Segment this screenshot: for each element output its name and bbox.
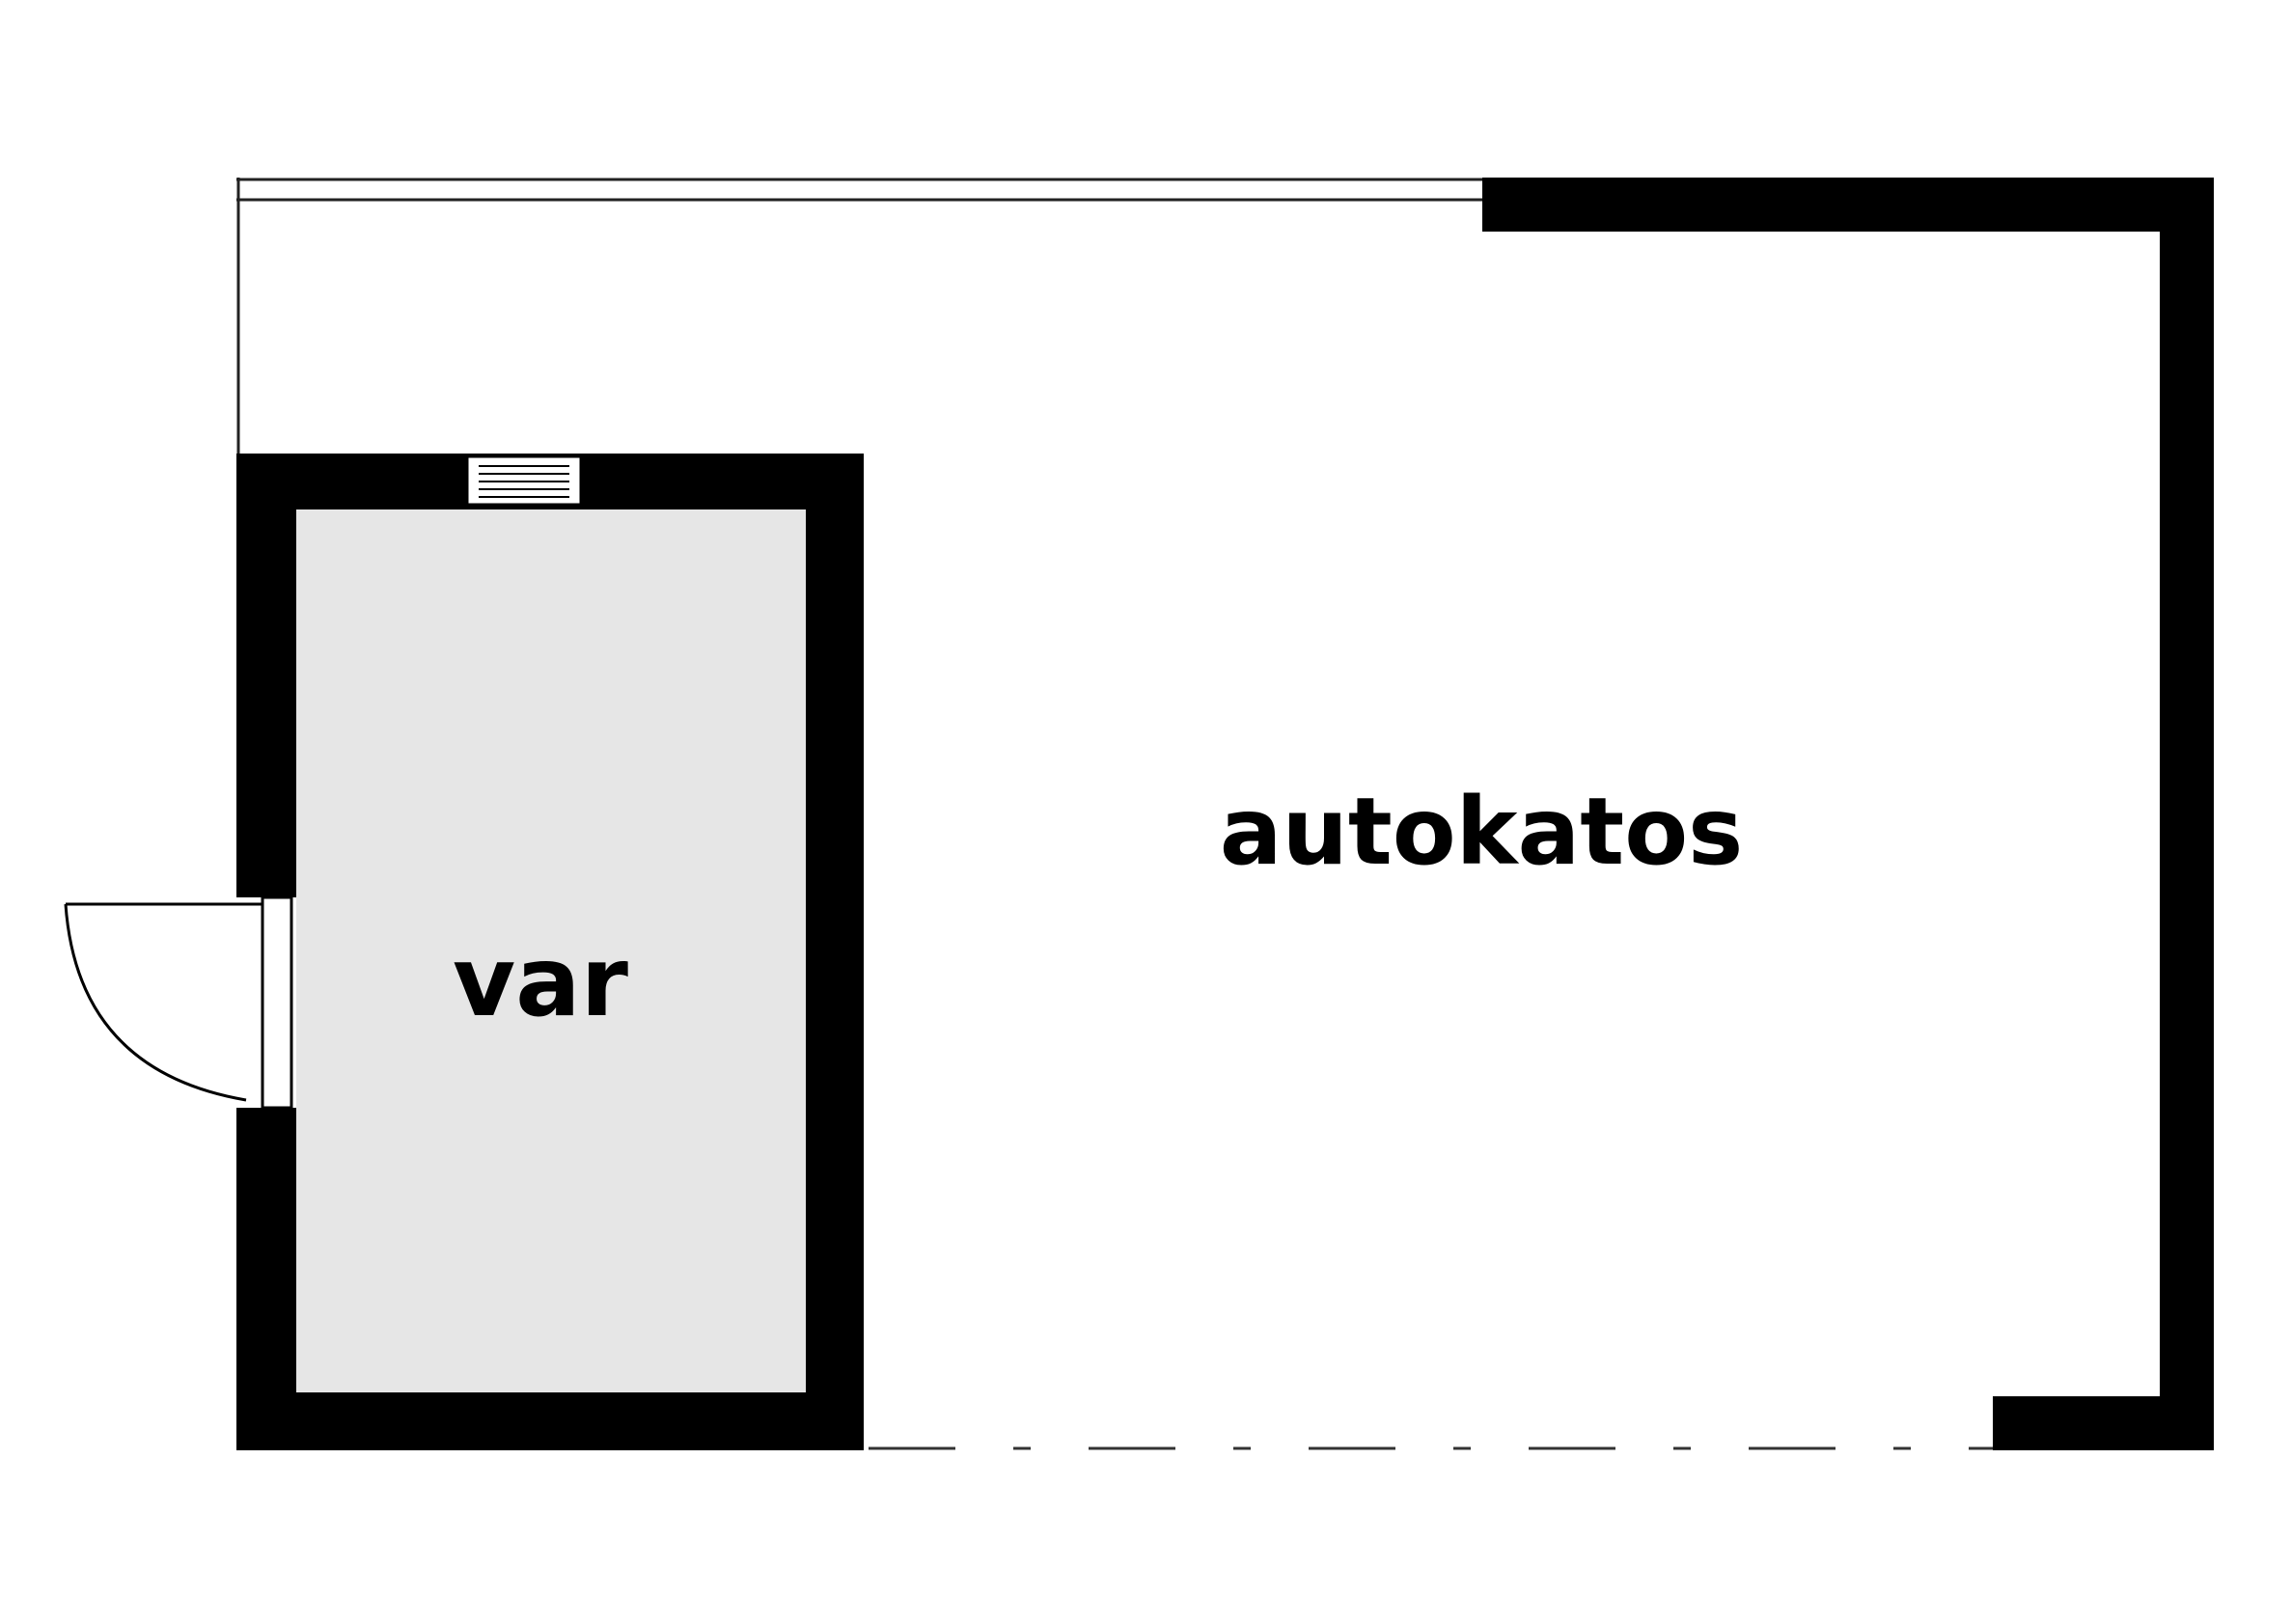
storage-walls	[236, 454, 864, 1450]
door	[64, 895, 293, 1110]
vent-window	[465, 454, 583, 507]
carport-walls	[1482, 178, 2214, 1450]
storage-floor	[296, 509, 806, 1392]
storage-room-label: var	[453, 925, 629, 1038]
carport-open-edges	[236, 178, 1482, 454]
carport-room-label: autokatos	[1220, 778, 1744, 886]
